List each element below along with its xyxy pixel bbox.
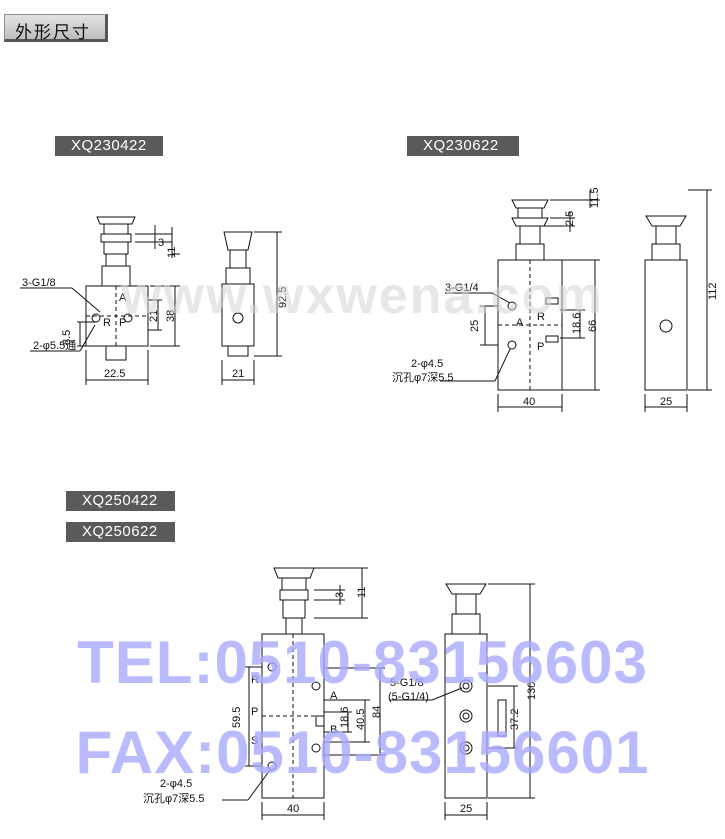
d3-counterbore: 沉孔φ7深5.5	[143, 792, 205, 805]
section-title-tab: 外形尺寸	[4, 14, 108, 43]
d2-dim-2-5: 2.5	[564, 211, 576, 226]
d1-dim-11: 11	[166, 247, 178, 258]
d1-dim-21: 21	[148, 310, 160, 322]
d1-dim-8-5: 8.5	[61, 330, 73, 345]
d1-mount-holes: 2-φ5.5通	[33, 339, 76, 352]
d2-mount-holes: 2-φ4.5	[411, 358, 443, 370]
d3s-dim-130: 130	[526, 682, 538, 700]
d3-dim-3: 3	[334, 592, 346, 598]
d3-dim-40: 40	[287, 803, 299, 815]
d1s-dim-21: 21	[232, 368, 244, 380]
d2-dim-25: 25	[469, 320, 481, 332]
valve-side-xq230422	[221, 231, 282, 385]
d3s-thread-g18: 5-G1/8	[390, 677, 424, 689]
d3-dim-84: 84	[371, 706, 383, 718]
d3-port-s: S	[251, 735, 258, 747]
d1-dim-38: 38	[165, 310, 177, 322]
d3-port-b: B	[330, 724, 337, 736]
d3-mount-holes: 2-φ4.5	[160, 778, 192, 790]
model-label-xq230622: XQ230622	[407, 136, 519, 156]
d3-port-p: P	[251, 706, 258, 718]
d1-port-thread: 3-G1/8	[22, 277, 56, 289]
section-title: 外形尺寸	[15, 23, 91, 43]
valve-side-xq250422	[390, 583, 535, 820]
d3s-dim-25: 25	[460, 803, 472, 815]
d2-dim-66: 66	[587, 320, 599, 332]
d2-port-thread: 3-G1/4	[445, 282, 479, 294]
d2-port-r: R	[537, 311, 545, 323]
d1-port-a: A	[119, 292, 127, 304]
valve-front-xq250422	[222, 567, 385, 820]
d2-dim-40: 40	[523, 396, 535, 408]
d1-port-r: R	[103, 317, 111, 329]
d2s-dim-25: 25	[660, 396, 672, 408]
d2-counterbore: 沉孔φ7深5.5	[392, 371, 454, 384]
d2-dim-18-6: 18.6	[571, 313, 583, 334]
d1-port-p: P	[119, 317, 126, 329]
model-label-xq230422: XQ230422	[55, 136, 163, 156]
valve-front-xq230622	[440, 190, 600, 412]
d2s-dim-112: 112	[707, 282, 719, 300]
d3-dim-11: 11	[356, 587, 368, 598]
d2-dim-11-5: 11.5	[589, 187, 601, 208]
d3-dim-59-5: 59.5	[231, 707, 243, 728]
d1s-dim-92-5: 92.5	[277, 287, 289, 308]
d2-port-a: A	[516, 317, 524, 329]
d1-dim-22-5: 22.5	[104, 368, 125, 380]
model-label-xq250622: XQ250622	[66, 522, 175, 542]
d2-port-p: P	[537, 341, 544, 353]
d3-dim-40-5: 40.5	[355, 709, 367, 730]
model-label-xq250422: XQ250422	[66, 491, 175, 511]
valve-side-xq230622	[644, 189, 712, 412]
d1-dim-3: 3	[158, 237, 164, 249]
d3-dim-18-6: 18.6	[339, 707, 351, 728]
d3-port-a: A	[330, 690, 338, 702]
d3s-dim-37-2: 37.2	[509, 709, 521, 730]
valve-front-xq230422	[20, 216, 180, 385]
d3-port-r: R	[251, 674, 259, 686]
d3s-thread-g14: (5-G1/4)	[388, 691, 429, 703]
